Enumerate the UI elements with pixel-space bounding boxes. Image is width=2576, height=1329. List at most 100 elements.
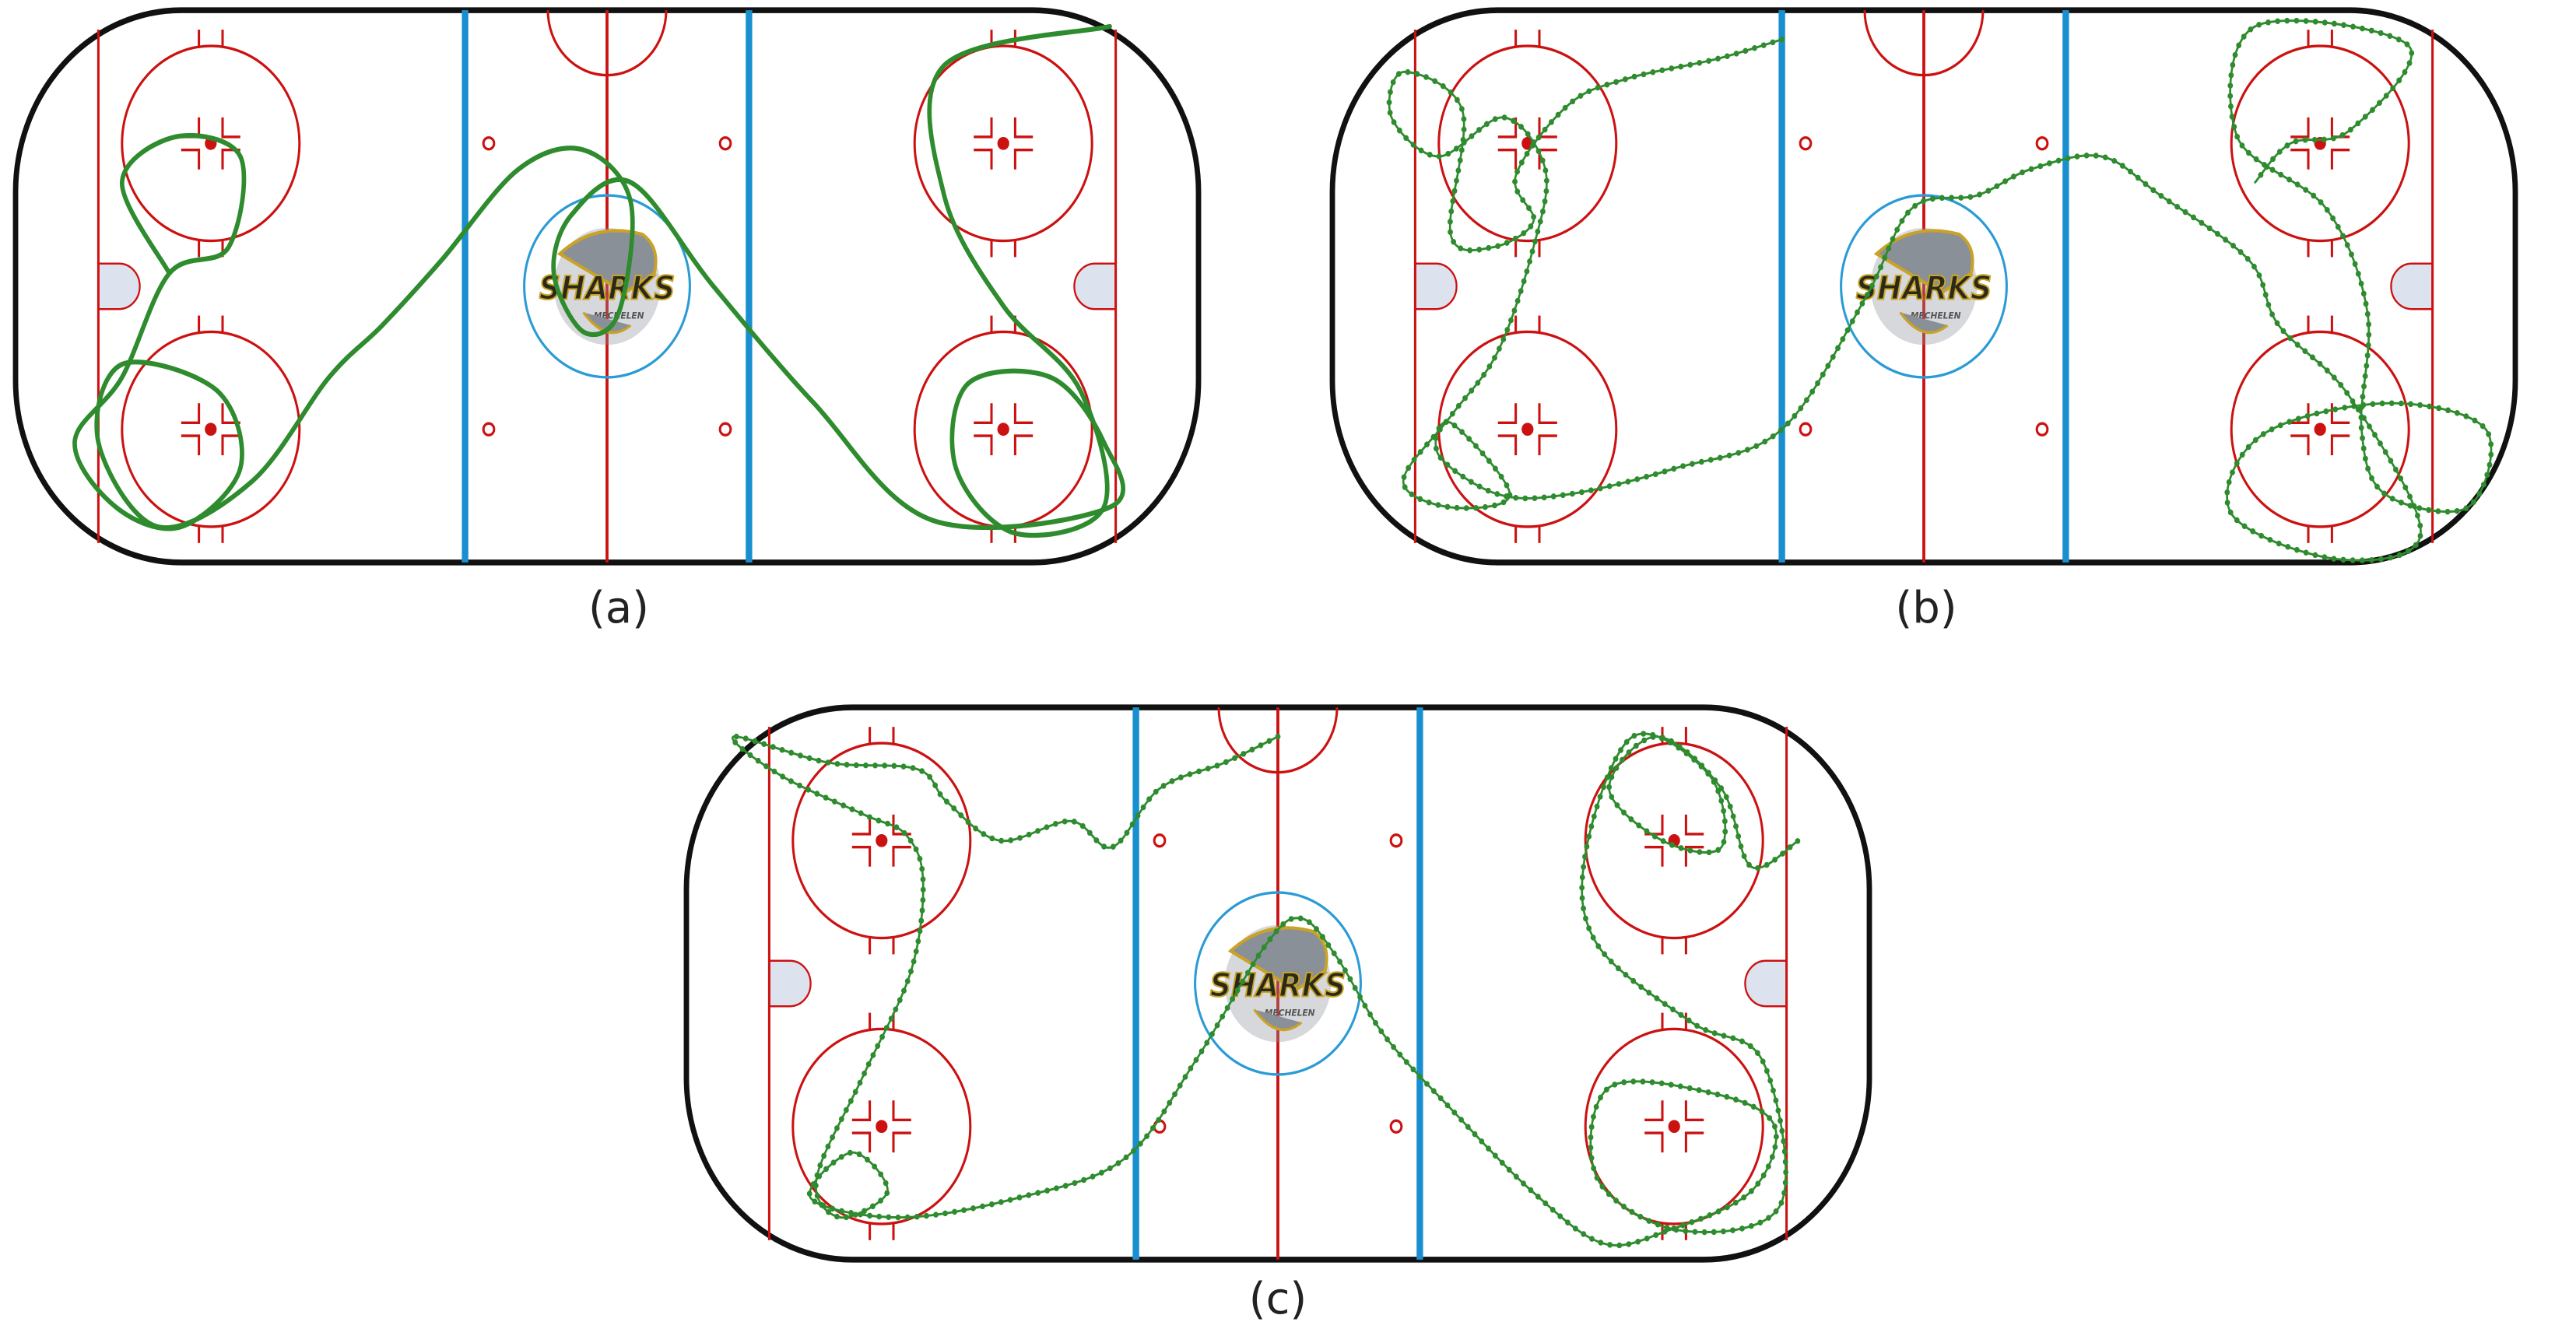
trajectory-point <box>1555 111 1561 118</box>
trajectory-point <box>2037 163 2044 170</box>
trajectory-point <box>2398 400 2404 407</box>
trajectory-point <box>2378 440 2383 447</box>
trajectory-point <box>1144 1133 1150 1139</box>
trajectory-point <box>1044 824 1050 830</box>
trajectory-point <box>1603 1086 1609 1093</box>
trajectory-point <box>1436 153 1442 160</box>
trajectory-point <box>825 759 831 766</box>
trajectory-point <box>1542 126 1548 133</box>
trajectory-point <box>1337 959 1343 965</box>
trajectory-point <box>1652 471 1658 478</box>
trajectory-point <box>2472 417 2478 424</box>
trajectory-point <box>1650 734 1656 740</box>
trajectory-point <box>1795 838 1801 844</box>
trajectory-point <box>1595 84 1601 91</box>
trajectory-point <box>1137 1141 1143 1147</box>
trajectory-point <box>2234 133 2241 140</box>
trajectory-point <box>1820 371 1826 378</box>
trajectory-point <box>2228 103 2234 110</box>
trajectory-point <box>1733 823 1739 829</box>
trajectory-point <box>1757 1219 1764 1226</box>
trajectory-point <box>2260 282 2266 288</box>
trajectory-point <box>917 855 923 862</box>
trajectory-point <box>2409 50 2415 56</box>
trajectory-point <box>1199 1048 1205 1054</box>
trajectory-point <box>1613 79 1620 86</box>
trajectory-point <box>1601 784 1606 791</box>
trajectory-point <box>852 1212 858 1218</box>
trajectory-point <box>1501 114 1507 121</box>
trajectory-point <box>2344 390 2350 396</box>
trajectory-point <box>952 1208 957 1215</box>
trajectory-point <box>2479 423 2486 430</box>
trajectory-point <box>826 1208 831 1215</box>
trajectory-point <box>1676 743 1683 749</box>
trajectory-point <box>812 1198 818 1205</box>
trajectory-point <box>1146 796 1153 802</box>
trajectory-point <box>1977 191 1983 198</box>
trajectory-point <box>1427 152 1433 158</box>
trajectory-point <box>1214 763 1220 769</box>
trajectory-point <box>1724 53 1730 59</box>
trajectory-point <box>2463 505 2469 511</box>
trajectory-point <box>981 831 987 837</box>
trajectory-point <box>1527 258 1532 265</box>
trajectory-point <box>1613 765 1620 771</box>
trajectory-point <box>2388 554 2393 561</box>
trajectory-point <box>2215 230 2220 237</box>
trajectory-point <box>867 814 872 820</box>
trajectory-point <box>1588 1124 1595 1131</box>
trajectory-point <box>1414 71 1420 77</box>
trajectory-point <box>1655 1222 1661 1228</box>
trajectory-point <box>1537 218 1543 225</box>
trajectory-point <box>2339 131 2346 139</box>
trajectory-point <box>1588 823 1595 829</box>
trajectory-point <box>1423 74 1429 80</box>
trajectory-point <box>2383 93 2389 99</box>
trajectory-point <box>1730 1227 1735 1233</box>
trajectory-point <box>2402 68 2408 75</box>
trajectory-point <box>2388 458 2394 464</box>
trajectory-point <box>1721 818 1728 825</box>
trajectory-point <box>2330 135 2336 142</box>
trajectory-point <box>1448 89 1454 96</box>
trajectory-point <box>1730 813 1736 819</box>
trajectory-point <box>2293 17 2300 24</box>
trajectory-point <box>1542 1200 1549 1207</box>
logo-word: SHARKS <box>1210 967 1346 1005</box>
trajectory-point <box>1224 1005 1230 1011</box>
trajectory-point <box>1542 198 1548 205</box>
trajectory-point <box>2487 461 2493 468</box>
trajectory-point <box>1597 794 1603 800</box>
trajectory-point <box>867 1212 872 1219</box>
trajectory-point <box>1581 864 1587 871</box>
trajectory-point <box>1598 1240 1604 1246</box>
trajectory-point <box>2366 331 2372 338</box>
trajectory-point <box>1390 79 1396 86</box>
trajectory-point <box>1267 936 1273 942</box>
trajectory-point <box>2427 403 2433 410</box>
trajectory-point <box>1347 976 1353 983</box>
trajectory-point <box>1531 139 1537 146</box>
trajectory-point <box>1455 402 1462 409</box>
trajectory-point <box>2454 409 2460 416</box>
trajectory-point <box>1579 874 1585 881</box>
trajectory-point <box>1668 1082 1674 1088</box>
trajectory-point <box>1835 345 1841 352</box>
trajectory-point <box>1539 209 1546 215</box>
trajectory-point <box>2436 405 2442 412</box>
trajectory-point <box>1654 995 1660 1001</box>
trajectory-point <box>1620 756 1625 763</box>
trajectory-point <box>913 846 919 853</box>
trajectory-point <box>1406 465 1412 472</box>
trajectory-point <box>882 763 888 769</box>
trajectory-point <box>823 794 829 801</box>
trajectory-point <box>1764 861 1770 868</box>
trajectory-point <box>876 1213 883 1220</box>
trajectory-point <box>1461 139 1467 146</box>
trajectory-point <box>1486 1145 1491 1152</box>
trajectory-point <box>2392 466 2399 473</box>
trajectory-point <box>747 752 753 759</box>
trajectory-point <box>2228 72 2234 79</box>
trajectory-point <box>1785 420 1791 426</box>
